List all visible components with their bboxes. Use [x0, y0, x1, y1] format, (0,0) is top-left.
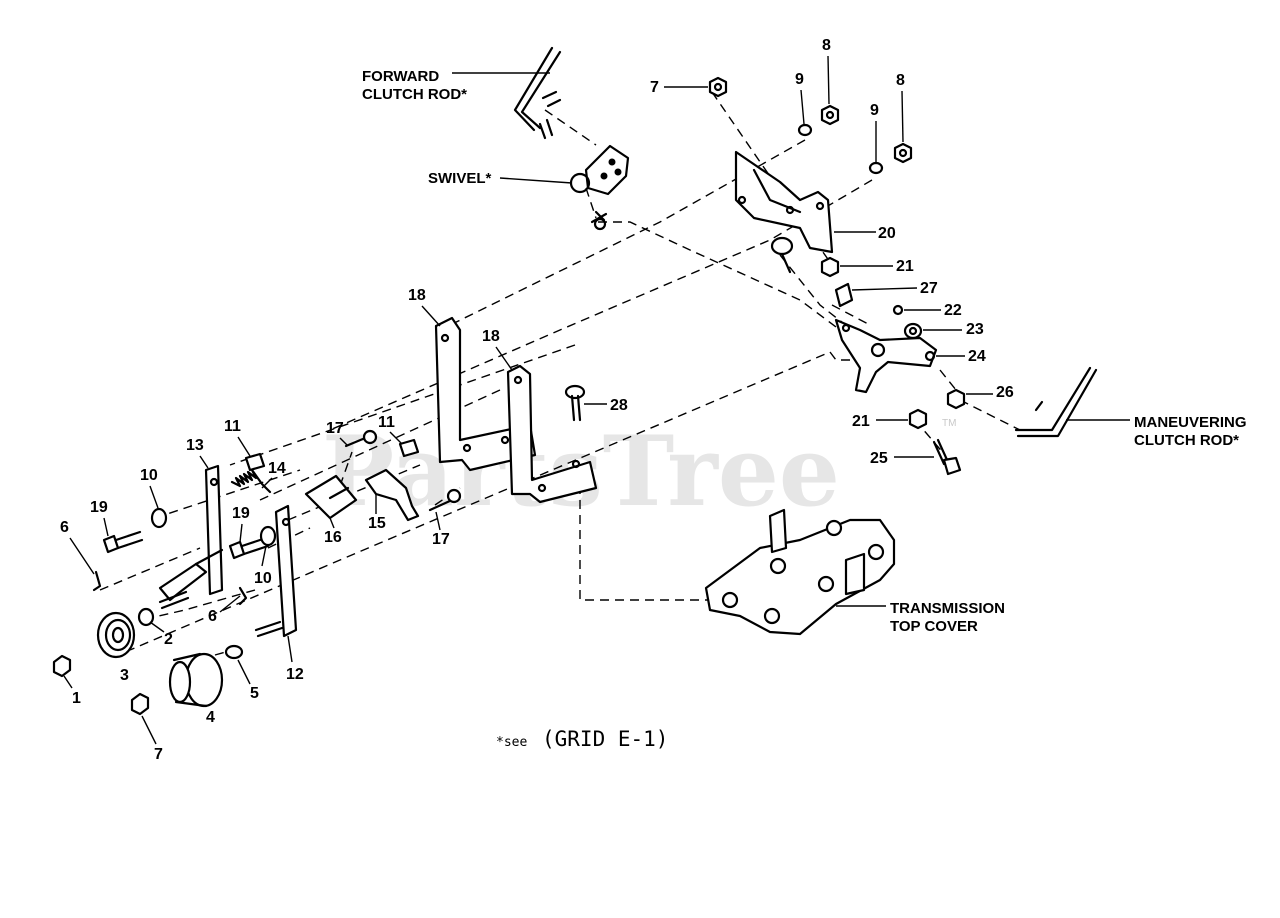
svg-text:FORWARD: FORWARD [362, 68, 439, 85]
forward-clutch-rod [513, 46, 562, 140]
part-number: 1 [72, 690, 81, 707]
spacer-27 [834, 282, 854, 308]
part-number: 11 [224, 418, 241, 435]
nut-1 [52, 654, 72, 678]
svg-text:MANEUVERING: MANEUVERING [1134, 414, 1247, 431]
part-number: 19 [232, 505, 250, 522]
washer-10-left [150, 507, 168, 529]
bolt-25 [932, 438, 962, 476]
cotter-pin-6-right [238, 586, 248, 606]
watermark-trademark: TM [942, 418, 956, 429]
part-number: 10 [140, 467, 158, 484]
bolt-19-left [102, 530, 144, 554]
part-number: 11 [378, 414, 395, 431]
spring-14 [230, 468, 272, 494]
nut-21-upper [820, 256, 840, 278]
l-bracket-18-right [506, 364, 598, 504]
part-number: 4 [206, 709, 215, 726]
part-number: 3 [120, 667, 129, 684]
part-number: 26 [996, 384, 1014, 401]
lock-washer-9-b [868, 161, 884, 175]
pulley-3 [96, 611, 136, 659]
part-number: 8 [896, 72, 905, 89]
nut-7-bottom [130, 692, 150, 716]
footnote: *see (GRID E-1) [496, 727, 668, 751]
part-number: 9 [795, 71, 804, 88]
part-number: 17 [432, 531, 450, 548]
bolt-17-upper [344, 429, 378, 448]
idler-bracket-12 [274, 504, 298, 638]
part-number: 25 [870, 450, 888, 467]
part-number: 9 [870, 102, 879, 119]
svg-text:CLUTCH ROD*: CLUTCH ROD* [362, 86, 467, 103]
carriage-bolt [770, 236, 794, 274]
footnote-prefix: *see [496, 735, 527, 750]
part-number: 20 [878, 225, 896, 242]
spacer-11-left [244, 452, 266, 472]
cotter-pin-6-left [92, 570, 102, 592]
maneuvering-clutch-rod-label: MANEUVERING CLUTCH ROD* [1066, 414, 1247, 449]
transmission-top-cover-label: TRANSMISSION TOP COVER [836, 600, 1005, 635]
part-number: 19 [90, 499, 108, 516]
idler-bracket-13 [204, 464, 224, 596]
part-number: 12 [286, 666, 304, 683]
part-number: 5 [250, 685, 259, 702]
part-number-labels: 7 8 9 8 9 20 21 27 22 23 24 26 21 25 28 … [60, 37, 1014, 763]
part-number: 18 [482, 328, 500, 345]
washer-23 [903, 322, 923, 340]
part-number: 16 [324, 529, 342, 546]
lever-15 [364, 468, 420, 522]
svg-text:TOP COVER: TOP COVER [890, 618, 978, 635]
maneuvering-lever [834, 318, 938, 394]
hex-nut-7-top [708, 76, 728, 98]
washer-2 [137, 607, 155, 627]
part-number: 15 [368, 515, 386, 532]
part-number: 10 [254, 570, 272, 587]
svg-text:TRANSMISSION: TRANSMISSION [890, 600, 1005, 617]
part-number: 18 [408, 287, 426, 304]
part-number: 23 [966, 321, 984, 338]
svg-text:SWIVEL*: SWIVEL* [428, 170, 492, 187]
bolt-19-right [228, 536, 270, 560]
nut-26 [946, 388, 966, 410]
part-number: 14 [268, 460, 286, 477]
spacer-5 [224, 644, 244, 660]
part-number: 21 [896, 258, 914, 275]
part-number: 28 [610, 397, 628, 414]
part-number: 6 [60, 519, 69, 536]
footnote-text: (GRID E-1) [542, 727, 668, 751]
washer-10-right [259, 525, 277, 547]
cotter-pin-22 [892, 304, 904, 316]
control-bracket [734, 150, 834, 254]
part-number: 7 [154, 746, 163, 763]
maneuvering-clutch-rod [1014, 366, 1098, 438]
part-number: 22 [944, 302, 962, 319]
svg-text:CLUTCH ROD*: CLUTCH ROD* [1134, 432, 1239, 449]
part-number: 24 [968, 348, 986, 365]
swivel [569, 144, 630, 231]
part-number: 21 [852, 413, 870, 430]
part-number: 13 [186, 437, 204, 454]
nut-21-lower [908, 408, 928, 430]
part-number: 6 [208, 608, 217, 625]
part-number: 2 [164, 631, 173, 648]
transmission-top-cover [704, 508, 896, 636]
swivel-label: SWIVEL* [428, 170, 573, 187]
bolt-17-lower [428, 488, 462, 512]
part-number: 7 [650, 79, 659, 96]
part-number: 27 [920, 280, 938, 297]
spacer-11-right [398, 438, 420, 458]
plate-16 [304, 474, 358, 520]
hex-nut-8-b [893, 142, 913, 164]
part-number: 17 [326, 420, 344, 437]
lock-washer-9-a [797, 123, 813, 137]
part-number: 8 [822, 37, 831, 54]
bolt-28 [564, 384, 586, 422]
idler-pulley-4 [168, 652, 224, 708]
hex-nut-8-a [820, 104, 840, 126]
forward-clutch-rod-label: FORWARD CLUTCH ROD* [362, 68, 550, 103]
stud-bolt [158, 590, 284, 638]
